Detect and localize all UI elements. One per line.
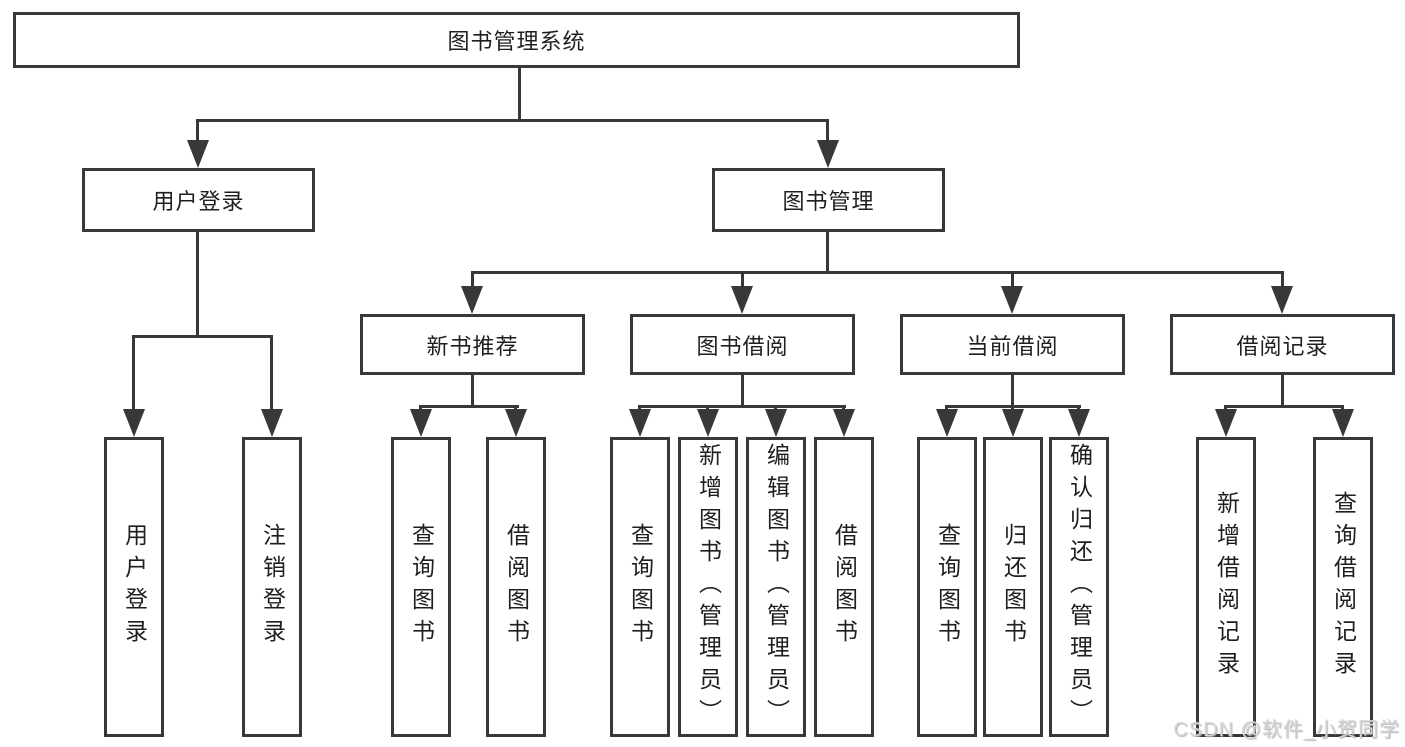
connector-line	[270, 335, 273, 413]
leaf-user-login: 用户登录	[104, 437, 164, 737]
node-book-borrowing: 图书借阅	[630, 314, 855, 375]
node-borrowing-records: 借阅记录	[1170, 314, 1395, 375]
connector-line	[471, 271, 1284, 274]
arrowhead-down	[765, 409, 787, 437]
arrowhead-down	[936, 409, 958, 437]
arrowhead-down	[833, 409, 855, 437]
connector-line	[826, 232, 829, 274]
connector-line	[638, 405, 846, 408]
connector-line	[1011, 375, 1014, 408]
leaf-add-books-admin: 新增图书（管理员）	[678, 437, 738, 737]
arrowhead-down	[461, 286, 483, 314]
connector-line	[741, 375, 744, 408]
leaf-add-borrow-record: 新增借阅记录	[1196, 437, 1256, 737]
connector-line	[1281, 271, 1284, 288]
arrowhead-down	[123, 409, 145, 437]
connector-line	[518, 68, 521, 122]
node-current-borrowing: 当前借阅	[900, 314, 1125, 375]
arrowhead-down	[1002, 409, 1024, 437]
arrowhead-down	[817, 140, 839, 168]
csdn-watermark: CSDN @软件_小贺同学	[1173, 719, 1400, 741]
arrowhead-down	[410, 409, 432, 437]
arrowhead-down	[629, 409, 651, 437]
leaf-edit-books-admin: 编辑图书（管理员）	[746, 437, 806, 737]
connector-line	[1281, 375, 1284, 408]
leaf-borrow-books-recommend: 借阅图书	[486, 437, 546, 737]
arrowhead-down	[697, 409, 719, 437]
arrowhead-down	[1001, 286, 1023, 314]
arrowhead-down	[1332, 409, 1354, 437]
connector-line	[471, 375, 474, 408]
leaf-confirm-return-admin: 确认归还（管理员）	[1049, 437, 1109, 737]
connector-line	[419, 405, 519, 408]
connector-line	[196, 232, 199, 338]
arrowhead-down	[1215, 409, 1237, 437]
node-library-management-system: 图书管理系统	[13, 12, 1020, 68]
leaf-borrow-books: 借阅图书	[814, 437, 874, 737]
arrowhead-down	[1271, 286, 1293, 314]
arrowhead-down	[505, 409, 527, 437]
connector-line	[826, 119, 829, 143]
arrowhead-down	[187, 140, 209, 168]
leaf-return-books: 归还图书	[983, 437, 1043, 737]
leaf-query-borrow-record: 查询借阅记录	[1313, 437, 1373, 737]
arrowhead-down	[261, 409, 283, 437]
connector-line	[132, 335, 135, 413]
arrowhead-down	[1068, 409, 1090, 437]
leaf-query-books-current: 查询图书	[917, 437, 977, 737]
node-user-login-branch: 用户登录	[82, 168, 315, 232]
leaf-query-books-borrowing: 查询图书	[610, 437, 670, 737]
connector-line	[196, 119, 199, 143]
leaf-query-books-recommend: 查询图书	[391, 437, 451, 737]
connector-line	[196, 119, 829, 122]
connector-line	[1011, 271, 1014, 288]
node-new-book-recommendation: 新书推荐	[360, 314, 585, 375]
node-book-management-branch: 图书管理	[712, 168, 945, 232]
connector-line	[741, 271, 744, 288]
connector-line	[1224, 405, 1344, 408]
connector-line	[471, 271, 474, 288]
connector-line	[132, 335, 273, 338]
leaf-logout: 注销登录	[242, 437, 302, 737]
arrowhead-down	[731, 286, 753, 314]
